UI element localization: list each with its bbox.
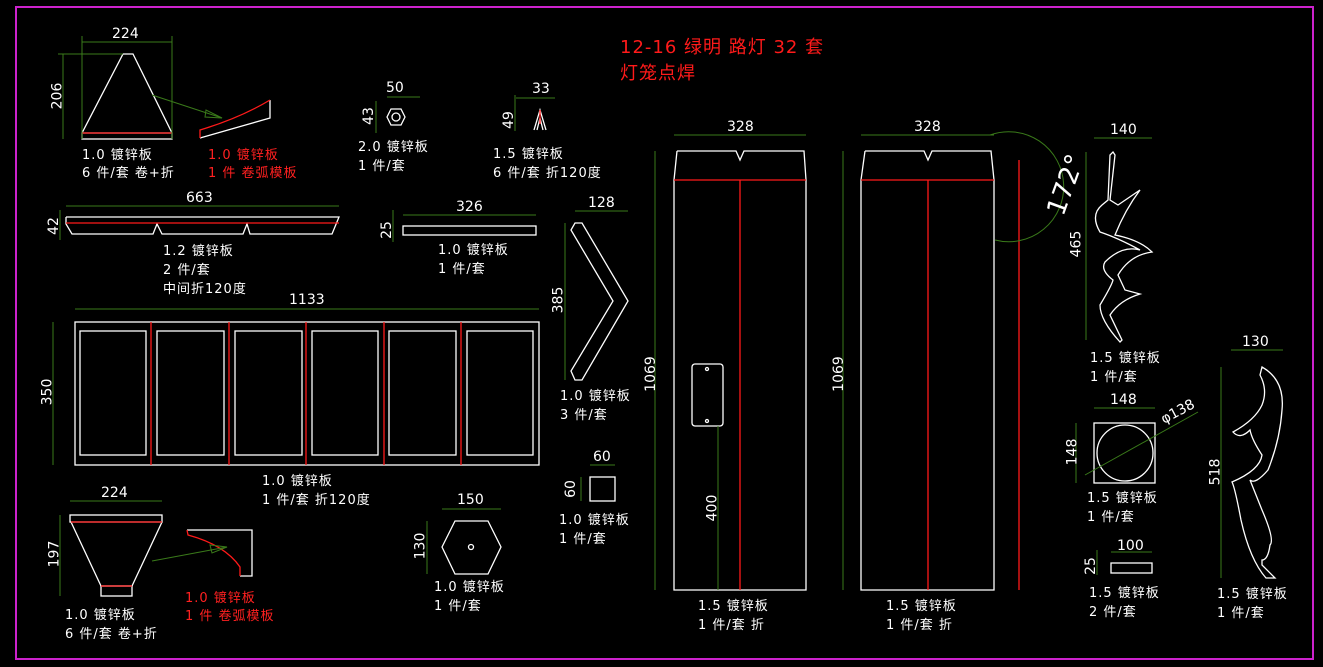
part-spec-label: 1.5 镀锌板 — [886, 599, 957, 614]
part-qty-label: 1 件/套 折 — [886, 618, 953, 633]
part-arc-template-top[interactable] — [199, 99, 271, 139]
part-spec-label: 1.5 镀锌板 — [493, 147, 564, 162]
part-spec-label: 1.0 镀锌板 — [262, 474, 333, 489]
part-spec-label: 1.5 镀锌板 — [1090, 351, 1161, 366]
dim-text: 328 — [914, 119, 941, 135]
part-qty-label: 6 件/套 折120度 — [493, 166, 602, 181]
part-qty-label: 1 件 卷弧模板 — [208, 166, 298, 181]
dim-text: 224 — [112, 26, 139, 42]
drawing-subtitle: 灯笼点焊 — [620, 63, 696, 84]
dim-text: 43 — [360, 107, 377, 125]
dim-text: 1069 — [830, 356, 847, 392]
dimension-lines — [52, 36, 1283, 596]
part-tall-panel[interactable] — [860, 150, 1020, 591]
part-qty-label: 1 件/套 — [1217, 606, 1265, 621]
dim-text: 350 — [39, 378, 56, 406]
part-spec-label: 2.0 镀锌板 — [358, 140, 429, 155]
part-strip-100[interactable] — [1110, 562, 1153, 574]
part-qty-label: 1 件 卷弧模板 — [185, 609, 275, 624]
dim-text: 148 — [1110, 392, 1137, 408]
part-qty-label: 1 件/套 — [358, 159, 406, 174]
dim-text: 25 — [1082, 557, 1099, 575]
part-spec-label: 1.5 镀锌板 — [1087, 491, 1158, 506]
part-qty-label: 2 件/套 — [163, 263, 211, 278]
dim-text: 148 — [1064, 438, 1081, 466]
part-spec-label: 1.0 镀锌板 — [559, 513, 630, 528]
dim-text: 518 — [1207, 458, 1224, 486]
dim-text: 400 — [704, 494, 721, 522]
part-qty-label: 1 件/套 — [1090, 370, 1138, 385]
part-qty-label: 1 件/套 — [1087, 510, 1135, 525]
part-scroll-465[interactable] — [1094, 150, 1154, 343]
part-qty-label: 3 件/套 — [560, 408, 608, 423]
drawing-title: 12-16 绿明 路灯 32 套 — [620, 37, 825, 58]
part-trapezoid-bottom[interactable] — [69, 514, 163, 597]
part-v-bracket-small[interactable] — [533, 107, 547, 131]
dim-text: 60 — [593, 449, 611, 465]
part-spec-label: 1.0 镀锌板 — [185, 591, 256, 606]
part-spec-label: 1.0 镀锌板 — [434, 580, 505, 595]
part-spec-label: 1.0 镀锌板 — [82, 148, 153, 163]
part-spec-label: 1.0 镀锌板 — [560, 389, 631, 404]
dim-text: 326 — [456, 199, 483, 215]
part-strip-663[interactable] — [65, 216, 340, 235]
part-spec-label: 1.5 镀锌板 — [1089, 586, 1160, 601]
dim-text: 140 — [1110, 122, 1137, 138]
part-spec-label: 1.5 镀锌板 — [698, 599, 769, 614]
part-tall-panel-door[interactable] — [673, 150, 807, 591]
dim-text: 42 — [45, 217, 62, 235]
part-hex-nut[interactable] — [386, 108, 406, 126]
dim-text: 385 — [550, 286, 567, 314]
part-strip-326[interactable] — [402, 225, 537, 236]
dim-text: 49 — [500, 111, 517, 129]
part-hexagon-150[interactable] — [441, 520, 502, 575]
part-v-arm[interactable] — [570, 222, 629, 381]
dim-text: 25 — [378, 221, 395, 239]
dim-text: 130 — [412, 532, 429, 560]
part-panel-1133[interactable] — [74, 321, 540, 466]
dim-text: 150 — [457, 492, 484, 508]
part-qty-label: 1 件/套 — [434, 599, 482, 614]
dim-text: 50 — [386, 80, 404, 96]
dim-text: 328 — [727, 119, 754, 135]
dim-text: 1133 — [289, 292, 325, 308]
drawing-border — [15, 6, 1314, 660]
dim-text: 1069 — [642, 356, 659, 392]
part-qty-label: 2 件/套 — [1089, 605, 1137, 620]
part-spec-label: 1.0 镀锌板 — [438, 243, 509, 258]
dim-text: 224 — [101, 485, 128, 501]
part-qty-label: 1 件/套 — [438, 262, 486, 277]
dim-text: 206 — [49, 82, 66, 110]
dim-text: 130 — [1242, 334, 1269, 350]
dim-text: 465 — [1068, 230, 1085, 258]
part-spec-label: 1.5 镀锌板 — [1217, 587, 1288, 602]
part-spec-label: 1.2 镀锌板 — [163, 244, 234, 259]
dim-text: 663 — [186, 190, 213, 206]
part-spec-label: 1.0 镀锌板 — [208, 148, 279, 163]
dim-text: 33 — [532, 81, 550, 97]
part-scroll-518[interactable] — [1231, 366, 1283, 579]
dim-text: 60 — [562, 480, 579, 498]
dim-text: 128 — [588, 195, 615, 211]
dim-text: 100 — [1117, 538, 1144, 554]
part-qty-label: 6 件/套 卷+折 — [65, 627, 158, 642]
part-square-60[interactable] — [589, 476, 616, 502]
part-spec-label: 1.0 镀锌板 — [65, 608, 136, 623]
part-qty-label: 1 件/套 — [559, 532, 607, 547]
leader-arrows — [151, 94, 228, 562]
part-note-label: 中间折120度 — [163, 282, 247, 297]
part-qty-label: 6 件/套 卷+折 — [82, 166, 175, 181]
dim-text: 197 — [46, 540, 63, 568]
part-square-circle[interactable] — [1093, 422, 1156, 484]
part-qty-label: 1 件/套 折120度 — [262, 493, 371, 508]
part-qty-label: 1 件/套 折 — [698, 618, 765, 633]
part-trapezoid-top[interactable] — [81, 53, 173, 140]
